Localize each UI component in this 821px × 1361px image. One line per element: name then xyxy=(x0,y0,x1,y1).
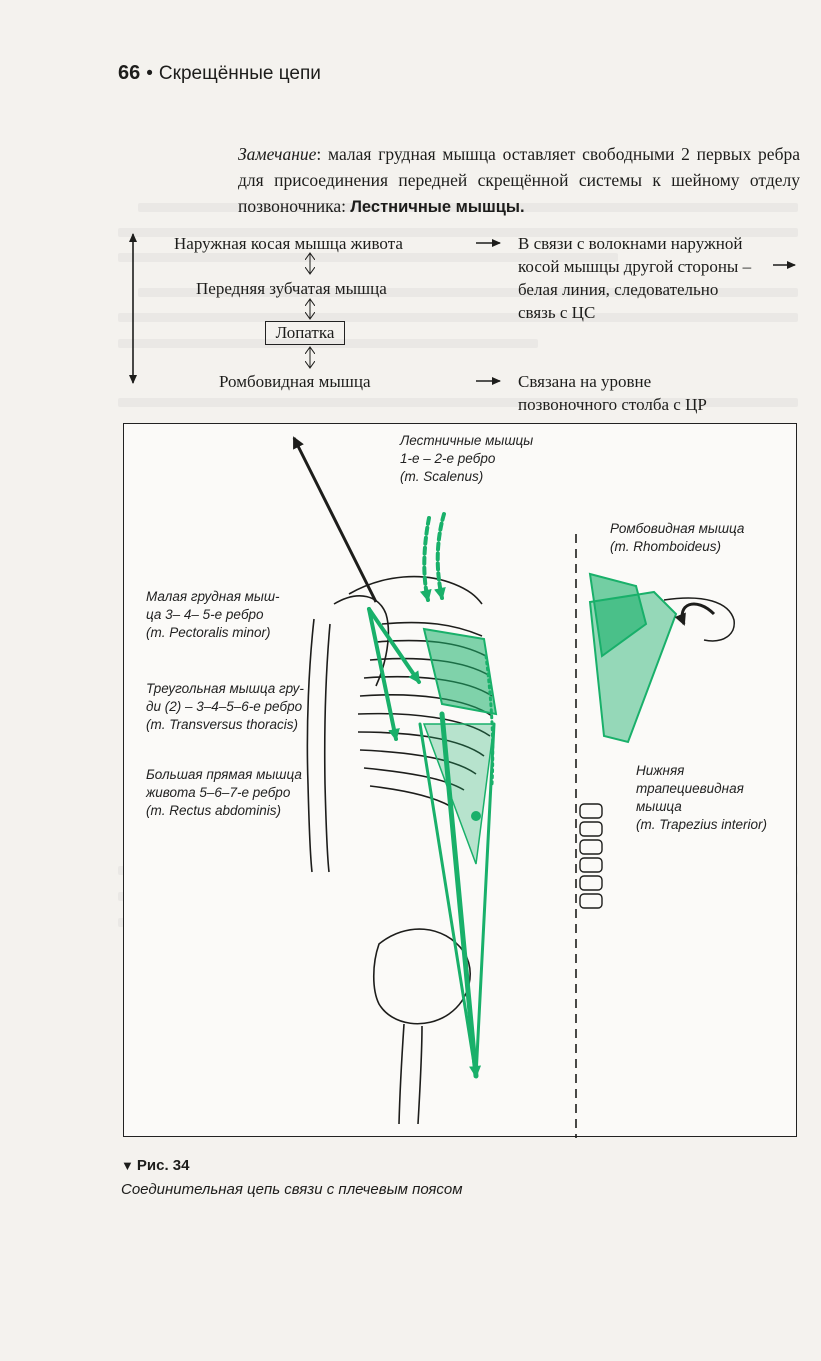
scapula-right-outline xyxy=(663,597,735,642)
label-pectoralis-1: Малая грудная мыш- xyxy=(146,589,280,604)
label-external-oblique: Наружная косая мышца живота xyxy=(174,234,403,253)
scalenus-dashed-1 xyxy=(419,516,432,602)
scapula-shape xyxy=(333,595,390,687)
figure-caption: ▼Рис. 34 Соединительная цепь связи с пле… xyxy=(121,1157,462,1198)
label-serratus-anterior: Передняя зубчатая мышца xyxy=(196,279,387,298)
curved-arrow xyxy=(674,602,716,626)
scalenus-dashed-2 xyxy=(434,512,446,600)
rectus-abdominis-fan xyxy=(422,723,495,865)
label-rectus-1: Большая прямая мышца xyxy=(146,767,302,782)
skeleton-outline xyxy=(306,575,493,1125)
note-lead: Замечание xyxy=(238,144,317,164)
green-muscle-chain xyxy=(367,512,678,1079)
label-transversus-1: Треугольная мышца гру- xyxy=(146,681,304,696)
label-rectus-2: живота 5–6–7-е ребро xyxy=(146,785,291,800)
label-scalenus-2: (m. Scalenus) xyxy=(400,469,484,484)
label-rectus-3: (m. Rectus abdominis) xyxy=(146,803,282,818)
page-number: 66 xyxy=(118,62,141,84)
label-trapezius-2: трапециевидная xyxy=(636,781,744,796)
label-trapezius-3: мышца xyxy=(636,799,682,814)
rectus-abdominis-line-b xyxy=(418,722,478,1078)
running-title: Скрещённые цепи xyxy=(158,63,321,84)
label-rhomboid: Ромбовидная мышца xyxy=(219,372,371,391)
caption-text: Соединительная цепь связи с плечевым поя… xyxy=(121,1181,463,1198)
label-rhomboideus-1: Ромбовидная мышца xyxy=(610,521,745,536)
label-transversus-2: ди (2) – 3–4–5–6-е ребро xyxy=(146,699,303,714)
schema-right-line4: связь с ЦС xyxy=(518,303,596,322)
label-pectoralis-2: ца 3– 4– 5-е ребро xyxy=(146,607,264,622)
caption-figure-number: Рис. 34 xyxy=(136,1157,190,1174)
running-header: 66•Скрещённые цепи xyxy=(118,62,321,85)
caption-marker-icon: ▼ xyxy=(121,1158,134,1173)
pelvis-shape xyxy=(372,928,471,1025)
trapezius-fan xyxy=(588,590,678,744)
sternum-dotted xyxy=(484,654,495,786)
schema-right-line6: позвоночного столба с ЦР xyxy=(518,395,707,414)
femur-shape-b xyxy=(417,1025,423,1125)
spine-column xyxy=(579,803,603,909)
label-rhomboideus-2: (m. Rhomboideus) xyxy=(610,539,722,554)
schema-right-line3: белая линия, следовательно xyxy=(518,280,719,299)
label-pectoralis-3: (m. Pectoralis minor) xyxy=(146,625,271,640)
schema-right-line5: Связана на уровне xyxy=(518,372,652,391)
label-scalenus-1: Лестничные мышцы 1-е – 2-е ребро xyxy=(400,433,534,466)
rib-1-shape xyxy=(381,621,483,637)
label-trapezius-1: Нижняя xyxy=(636,763,685,778)
lower-junction-dot xyxy=(471,811,481,821)
label-trapezius-4: (m. Trapezius interior) xyxy=(636,817,768,832)
note-body: : малая грудная мышца оставляет свободны… xyxy=(238,144,800,216)
rib-8-shape xyxy=(359,749,477,775)
black-diagonal-arrow xyxy=(292,436,378,603)
anatomy-illustration xyxy=(292,436,735,1138)
header-separator: • xyxy=(146,63,153,84)
clavicle-shape xyxy=(348,575,483,605)
rib-7-shape xyxy=(357,731,485,757)
figure-34: Лестничные мышцы 1-е – 2-е ребро (m. Sca… xyxy=(123,423,797,1138)
note-paragraph: Замечание: малая грудная мышца оставляет… xyxy=(238,141,800,220)
pectoralis-minor-arrow-b xyxy=(367,607,421,684)
rib-6-shape xyxy=(357,712,491,737)
rectus-abdominis-line xyxy=(439,711,482,1079)
humerus-shape xyxy=(306,618,315,873)
schema-right-line2: косой мышцы другой стороны – xyxy=(518,257,752,276)
rib-10-shape xyxy=(369,785,451,807)
note-bold: Лестничные мышцы. xyxy=(350,198,525,216)
rib-9-shape xyxy=(363,767,465,791)
label-transversus-3: (m. Transversus thoracis) xyxy=(146,717,299,732)
femur-shape xyxy=(398,1023,405,1125)
schema-right-line1: В связи с волокнами наружной xyxy=(518,234,743,253)
humerus-shape-b xyxy=(323,623,331,873)
label-scapula-box: Лопатка xyxy=(265,321,345,345)
pectoralis-minor-arrow xyxy=(367,607,400,741)
transversus-thoracis-fan xyxy=(422,627,498,716)
